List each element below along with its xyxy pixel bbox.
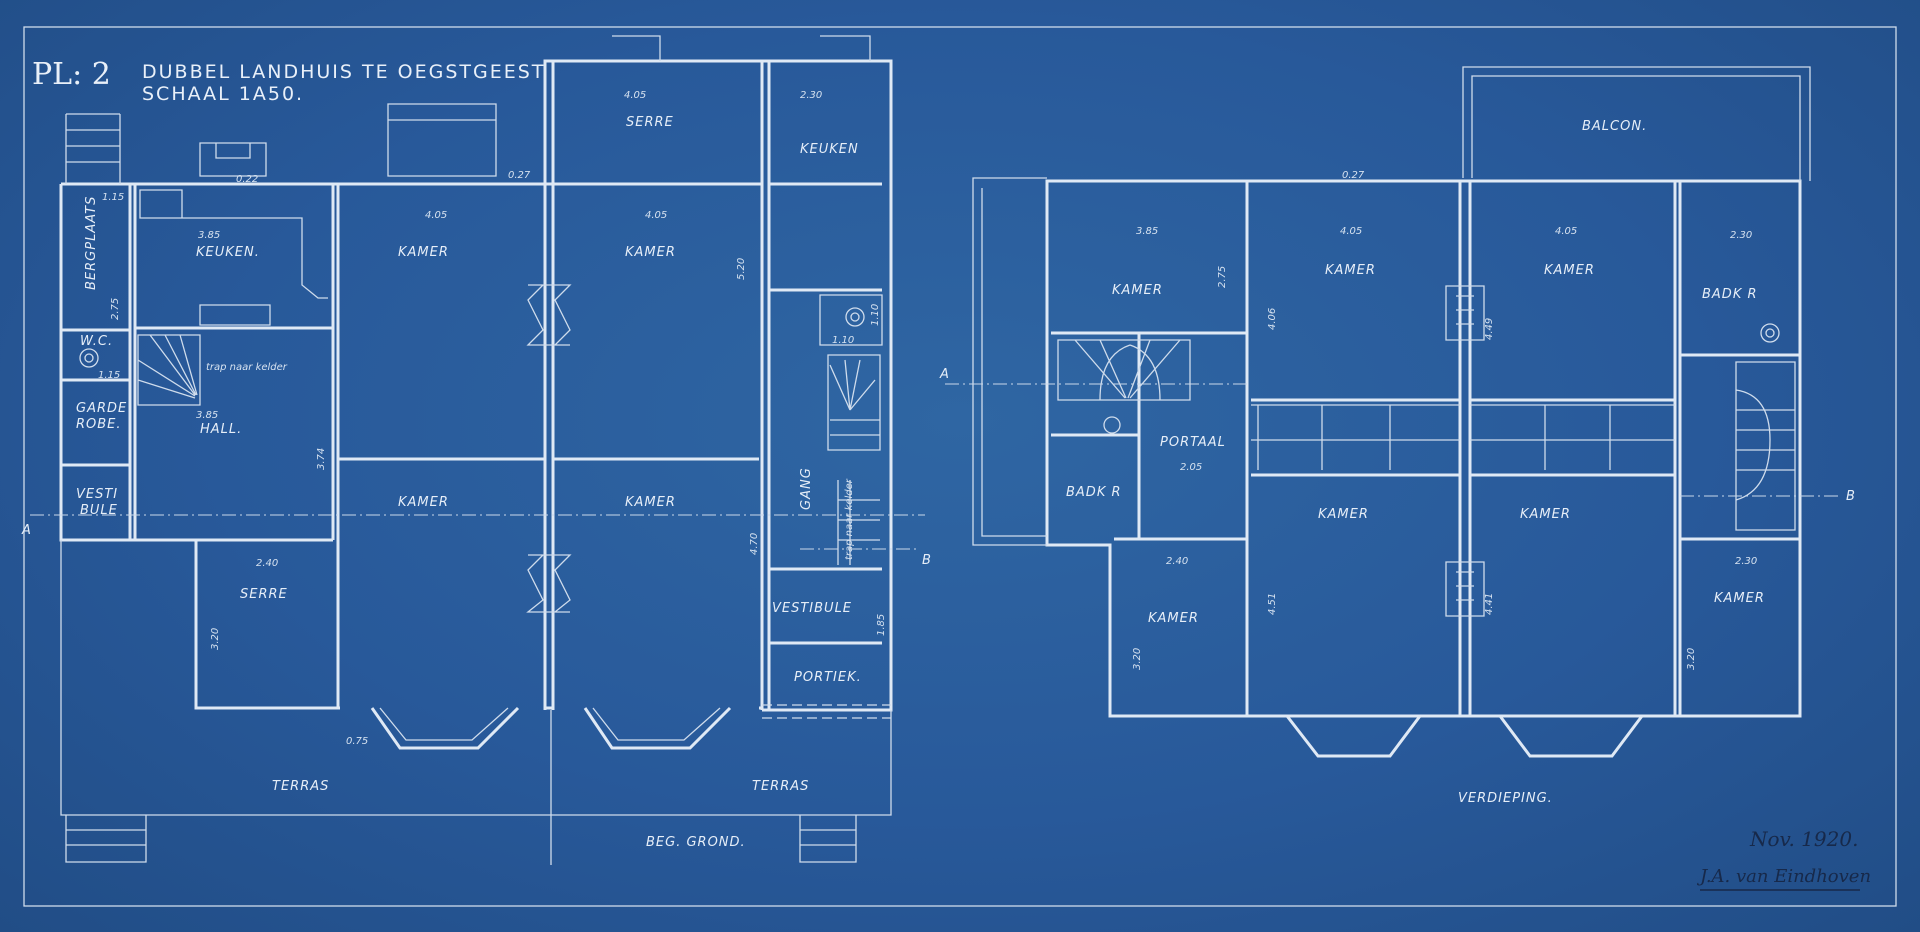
upper-floor-caption: VERDIEPING. [1458, 791, 1553, 806]
room-label-garderobe: GARDE [76, 401, 127, 416]
room-label-badkamer: BADK R [1702, 287, 1758, 302]
room-label-kamer: KAMER [1714, 591, 1765, 606]
room-label-kamer: KAMER [1520, 507, 1571, 522]
dimension: 0.75 [346, 736, 368, 747]
room-label-kamer: KAMER [1544, 263, 1595, 278]
drawing-title: DUBBEL LANDHUIS TE OEGSTGEEST [142, 61, 545, 83]
dimension: 5.20 [736, 258, 747, 280]
upper-floor-plan [945, 66, 1840, 758]
ground-floor-labels: BERGPLAATS KEUKEN. W.C. GARDE ROBE. VEST… [76, 90, 887, 850]
signature-date: Nov. 1920. [1749, 827, 1858, 851]
room-label-keuken: KEUKEN. [196, 245, 260, 260]
dimension: 4.49 [1484, 318, 1495, 340]
room-label-badkamer: BADK R [1066, 485, 1122, 500]
dimension: 4.05 [425, 210, 447, 221]
room-label-portaal: PORTAAL [1160, 435, 1226, 450]
dimension: 4.05 [1555, 226, 1577, 237]
dimension: 2.30 [1735, 556, 1757, 567]
dimension: 3.20 [1132, 648, 1143, 670]
terrace-label: TERRAS [752, 779, 809, 794]
section-marker-a: A [21, 523, 32, 538]
room-label-kamer: KAMER [1148, 611, 1199, 626]
dimension: 4.06 [1267, 308, 1278, 330]
room-label-balcon: BALCON. [1582, 119, 1647, 134]
room-label-vestibule-left: VESTI [76, 487, 118, 502]
dimension: 3.85 [196, 410, 218, 421]
dimension: 0.22 [236, 174, 258, 185]
dimension: 3.20 [210, 628, 221, 650]
room-label-kamer: KAMER [1112, 283, 1163, 298]
section-marker-b: B [1846, 489, 1856, 504]
terrace-label: TERRAS [272, 779, 329, 794]
dimension: 4.41 [1484, 593, 1495, 615]
room-label-kamer: KAMER [1325, 263, 1376, 278]
dimension: 4.05 [1340, 226, 1362, 237]
room-label-serre: SERRE [240, 587, 288, 602]
dimension: 1.85 [876, 614, 887, 636]
room-label-gang: GANG [799, 467, 814, 510]
room-label-portiek: PORTIEK. [794, 670, 862, 685]
ground-floor-plan [30, 35, 925, 865]
sheet-border [23, 26, 1897, 907]
dimension: 1.15 [98, 370, 120, 381]
dimension: 1.10 [832, 335, 854, 346]
room-label-serre-top: SERRE [626, 115, 674, 130]
section-marker-b: B [922, 553, 932, 568]
room-label-kamer: KAMER [398, 495, 449, 510]
dimension: 4.05 [645, 210, 667, 221]
room-label-kamer: KAMER [398, 245, 449, 260]
room-label-kamer: KAMER [625, 245, 676, 260]
dimension: 2.40 [1166, 556, 1188, 567]
dimension: 2.75 [110, 298, 121, 320]
dimension: 4.51 [1267, 593, 1278, 615]
room-label-wc: W.C. [80, 334, 113, 349]
signature: Nov. 1920. J.A. van Eindhoven [1696, 827, 1871, 891]
drawing-scale: SCHAAL 1A50. [142, 83, 304, 105]
room-label-vestibule-left-2: BULE [80, 503, 118, 518]
ground-floor-caption: BEG. GROND. [646, 835, 746, 850]
dimension: 2.30 [800, 90, 822, 101]
section-marker-a: A [939, 367, 950, 382]
room-label-hall: HALL. [200, 422, 242, 437]
plate-number: PL: 2 [32, 57, 111, 92]
dimension: 2.40 [256, 558, 278, 569]
stair-note: trap naar kelder [206, 362, 288, 373]
dimension: 2.75 [1217, 266, 1228, 288]
dimension: 0.27 [508, 170, 531, 181]
room-label-bergplaats: BERGPLAATS [84, 196, 99, 290]
room-label-kamer: KAMER [1318, 507, 1369, 522]
dimension: 3.74 [316, 448, 327, 470]
stair-note-right: trap naar kelder [844, 478, 855, 560]
room-label-kamer: KAMER [625, 495, 676, 510]
dimension: 3.85 [198, 230, 220, 241]
dimension: 4.70 [749, 533, 760, 555]
dimension: 1.10 [870, 304, 881, 326]
dimension: 2.30 [1730, 230, 1752, 241]
dimension: 3.85 [1136, 226, 1158, 237]
dimension: 4.05 [624, 90, 646, 101]
signature-name: J.A. van Eindhoven [1696, 866, 1871, 887]
dimension: 3.20 [1686, 648, 1697, 670]
upper-floor-labels: BALCON. KAMER KAMER KAMER BADK R PORTAAL… [1066, 119, 1765, 806]
dimension: 2.05 [1180, 462, 1202, 473]
dimension: 0.27 [1342, 170, 1365, 181]
dimension: 1.15 [102, 192, 124, 203]
room-label-keuken-right: KEUKEN [800, 142, 859, 157]
room-label-vestibule: VESTIBULE [772, 601, 852, 616]
room-label-garderobe-2: ROBE. [76, 417, 122, 432]
